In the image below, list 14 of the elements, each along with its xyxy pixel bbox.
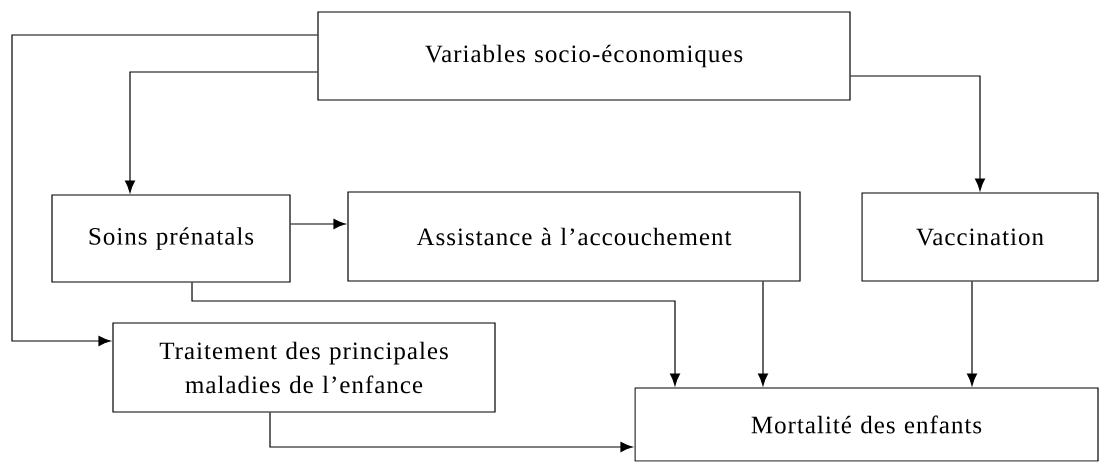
- process-box: Vaccination: [861, 192, 1099, 282]
- arrow: [850, 75, 986, 191]
- arrow: [290, 219, 346, 230]
- process-box: Soins prénatals: [51, 194, 291, 283]
- process-box: Variables socio-économiques: [317, 11, 851, 101]
- process-box: Assistance à l’accouchement: [347, 191, 801, 282]
- arrow: [124, 71, 318, 193]
- process-box: Mortalité des enfants: [634, 387, 1099, 462]
- arrow: [191, 282, 681, 386]
- arrow: [269, 412, 633, 453]
- process-box: Traitement des principales maladies de l’enfance: [112, 322, 496, 413]
- arrow: [11, 34, 318, 347]
- arrow: [966, 281, 978, 386]
- arrow: [757, 281, 769, 386]
